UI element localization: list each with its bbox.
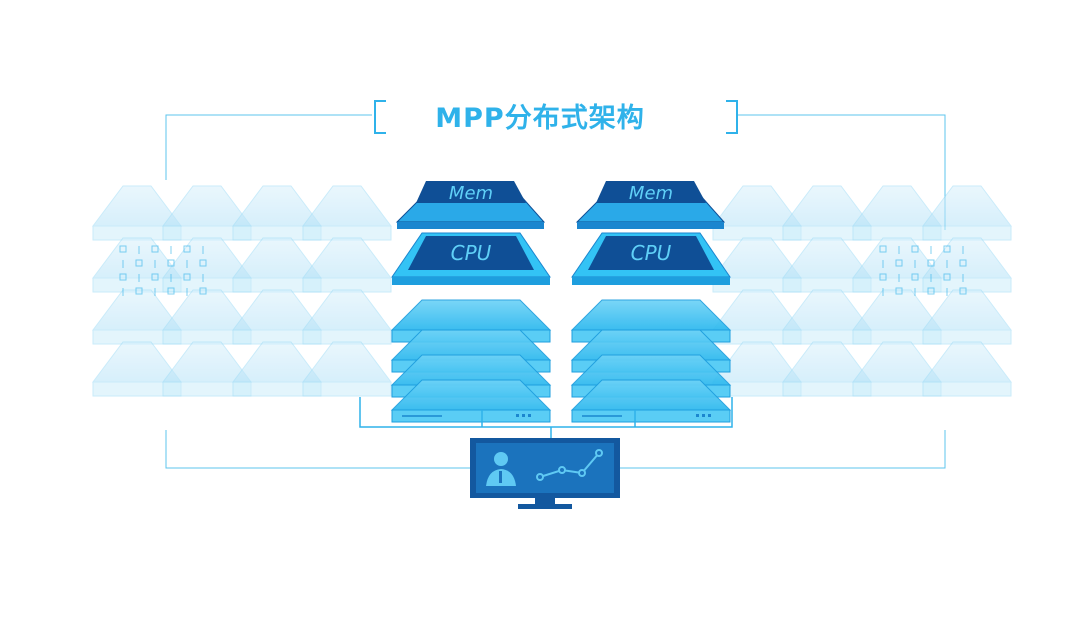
cpu-label: CPU: [451, 241, 492, 265]
storage-blade: [570, 379, 732, 423]
storage-blade-stack: [570, 299, 732, 423]
memory-chip: Mem: [395, 181, 546, 229]
ghost-server-plate: [162, 341, 252, 397]
ghost-server-plate: [712, 237, 802, 293]
data-dots-pattern: [879, 245, 967, 296]
line-chart-icon: [536, 449, 603, 481]
title-bracket-left: [374, 100, 386, 134]
background-server-grid: [92, 185, 1012, 397]
title-bracket-right: [726, 100, 738, 134]
ghost-server-plate: [922, 185, 1012, 241]
ghost-server-plate: [852, 341, 942, 397]
ghost-server-plate: [302, 237, 392, 293]
memory-label: Mem: [629, 183, 673, 204]
cpu-chip: CPU: [571, 232, 731, 285]
ghost-server-plate: [852, 289, 942, 345]
cpu-chip: CPU: [391, 232, 551, 285]
ghost-server-plate: [922, 237, 1012, 293]
ghost-server-plate: [232, 185, 322, 241]
ghost-server-plate: [302, 289, 392, 345]
connection-lines: [359, 397, 733, 438]
outer-frame: [165, 114, 946, 469]
ghost-server-plate: [302, 185, 392, 241]
ghost-server-plate: [922, 341, 1012, 397]
diagram-title: MPP分布式架构: [435, 103, 645, 134]
ghost-server-plate: [712, 289, 802, 345]
monitor: [470, 438, 620, 509]
user-icon: [486, 452, 516, 486]
ghost-server-plate: [302, 341, 392, 397]
data-dots-pattern: [119, 245, 207, 296]
memory-chip: Mem: [575, 181, 726, 229]
ghost-server-plate: [782, 185, 872, 241]
storage-blade-stack: [390, 299, 552, 423]
ghost-server-plate: [922, 289, 1012, 345]
storage-blade: [390, 379, 552, 423]
cpu-label: CPU: [631, 241, 672, 265]
memory-label: Mem: [449, 183, 493, 204]
